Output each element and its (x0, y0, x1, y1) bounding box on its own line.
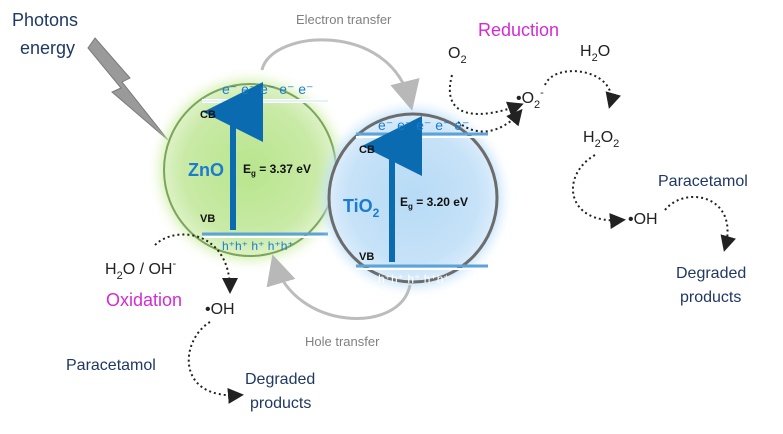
lightning-bolt-icon (87, 37, 169, 141)
h2o2-to-oh-arrow (572, 154, 626, 230)
superoxide-label: •O2- (516, 87, 544, 111)
photons-energy-label-1: Photons (12, 10, 78, 30)
photons-energy-label-2: energy (20, 38, 75, 58)
superoxide-to-h2o2-arrow (544, 70, 621, 109)
oh-to-degraded-left-arrow (187, 321, 244, 404)
degraded-left-label-2: products (250, 395, 311, 412)
tio2-vb-label: VB (359, 251, 374, 263)
oh-right-label: •OH (628, 211, 658, 228)
o2-label: O2 (448, 45, 467, 66)
zno-particle (160, 80, 340, 260)
tio2-band-gap-value: Eg = 3.20 eV (400, 195, 468, 211)
electron-transfer-label: Electron transfer (296, 12, 392, 27)
oxidation-label: Oxidation (106, 290, 182, 310)
zno-band-gap-value: Eg = 3.37 eV (243, 162, 311, 178)
o2-to-superoxide-arrow (449, 74, 524, 117)
degraded-left-label-1: Degraded (245, 371, 315, 388)
tio2-holes: h⁺h⁺ h⁺ h⁺h⁺ (378, 272, 450, 286)
tio2-electrons: e⁻ e⁻ e⁻ e⁻ e⁻ (378, 117, 469, 133)
hole-transfer-arrow (266, 254, 412, 320)
tio2-particle (325, 110, 501, 286)
tio2-name: TiO2 (343, 196, 380, 220)
zno-vb-label: VB (200, 213, 215, 225)
h2o2-label: H2O2 (583, 129, 619, 150)
zno-electrons: e⁻ e⁻ e⁻ e⁻ e⁻ (222, 81, 313, 97)
zno-holes: h⁺h⁺ h⁺ h⁺h⁺ (222, 239, 294, 253)
degraded-right-label-2: products (680, 289, 741, 306)
paracetamol-right-label: Paracetamol (658, 173, 748, 190)
hole-transfer-label: Hole transfer (305, 334, 380, 349)
zno-name: ZnO (188, 160, 224, 180)
electron-transfer-arrow (260, 38, 420, 111)
tio2-cb-label: CB (359, 144, 375, 156)
oh-to-degraded-right-arrow (664, 195, 736, 252)
zno-cb-label: CB (200, 109, 216, 121)
degraded-right-label-1: Degraded (676, 265, 746, 282)
paracetamol-left-label: Paracetamol (66, 357, 156, 374)
oh-left-label: •OH (205, 301, 235, 318)
h2o-label: H2O (580, 43, 610, 64)
h2o-oh-label: H2O / OH- (105, 258, 176, 282)
electron-to-reduction-arrow (457, 108, 523, 133)
reduction-label: Reduction (478, 20, 559, 40)
